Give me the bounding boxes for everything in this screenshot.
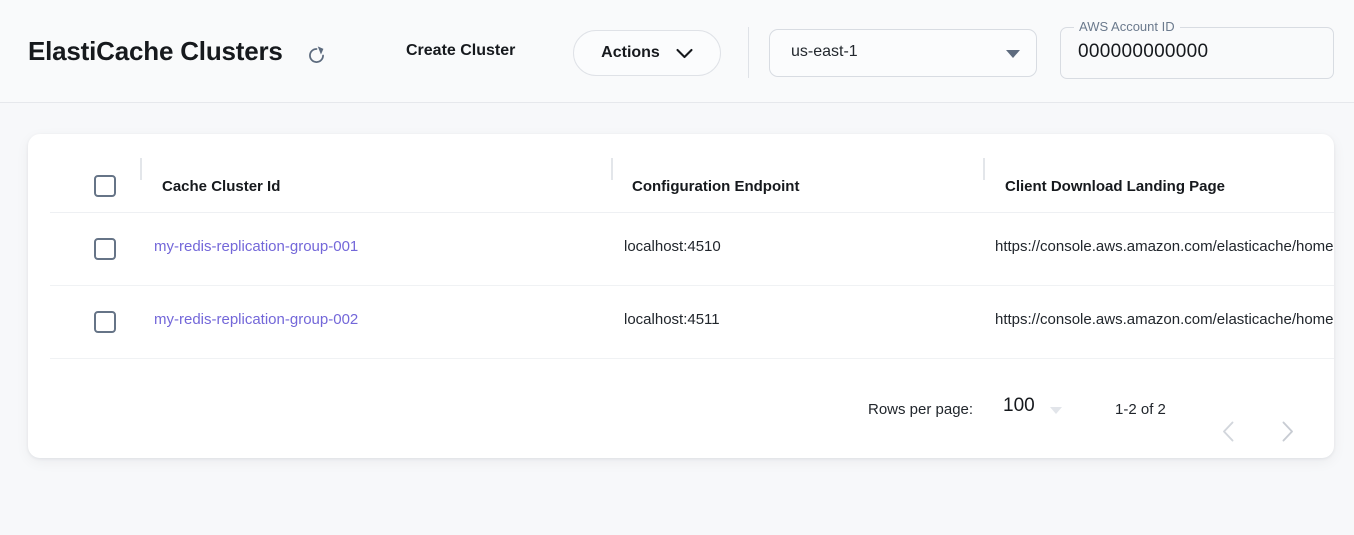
row-checkbox[interactable] [94,311,116,333]
column-header-client-download-landing-page[interactable]: Client Download Landing Page [1005,178,1226,195]
row-checkbox[interactable] [94,238,116,260]
row-separator [50,358,1334,359]
chevron-down-icon [676,48,693,58]
actions-button[interactable]: Actions [573,30,721,76]
aws-account-id-label: AWS Account ID [1074,19,1180,34]
column-divider [611,158,613,180]
select-all-checkbox[interactable] [94,175,116,197]
cell-configuration-endpoint: localhost:4511 [624,311,720,328]
clusters-table-card: Cache Cluster Id Configuration Endpoint … [28,134,1334,458]
refresh-icon [308,45,324,63]
cell-client-download-landing-page: https://console.aws.amazon.com/elasticac… [995,238,1334,255]
refresh-button[interactable] [301,40,331,70]
table-header-row: Cache Cluster Id Configuration Endpoint … [28,134,1334,213]
table-row: my-redis-replication-group-001 localhost… [28,213,1334,286]
next-page-button[interactable] [1267,411,1307,451]
create-cluster-button[interactable]: Create Cluster [406,42,516,59]
column-divider [140,158,142,180]
actions-button-label: Actions [601,44,660,61]
caret-down-icon [1006,50,1020,58]
chevron-left-icon [1222,421,1233,441]
aws-account-id-field[interactable]: AWS Account ID 000000000000 [1060,19,1334,79]
aws-account-id-value: 000000000000 [1078,41,1209,62]
header-separator [50,212,1334,213]
previous-page-button[interactable] [1208,411,1248,451]
rows-per-page-label: Rows per page: [868,401,974,418]
row-separator [50,285,1334,286]
rows-per-page-select[interactable]: 100 [1003,395,1035,416]
page-title: ElastiCache Clusters [28,36,283,66]
cell-cache-cluster-id[interactable]: my-redis-replication-group-002 [154,311,359,328]
rows-per-page-caret-icon[interactable] [1050,407,1062,414]
column-header-cache-cluster-id[interactable]: Cache Cluster Id [162,178,281,195]
cell-configuration-endpoint: localhost:4510 [624,238,721,255]
top-header-bar: ElastiCache Clusters Create Cluster Acti… [0,0,1354,103]
region-select-value: us-east-1 [791,43,858,60]
cell-client-download-landing-page: https://console.aws.amazon.com/elasticac… [995,311,1334,328]
cell-cache-cluster-id[interactable]: my-redis-replication-group-001 [154,238,359,255]
table-row: my-redis-replication-group-002 localhost… [28,286,1334,359]
column-header-configuration-endpoint[interactable]: Configuration Endpoint [632,178,800,195]
pagination-range-label: 1-2 of 2 [1115,401,1166,418]
region-select[interactable]: us-east-1 [769,29,1037,77]
table-pagination: Rows per page: 100 1-2 of 2 [28,359,1334,458]
header-divider [748,27,749,78]
column-divider [983,158,985,180]
chevron-right-icon [1282,421,1293,441]
